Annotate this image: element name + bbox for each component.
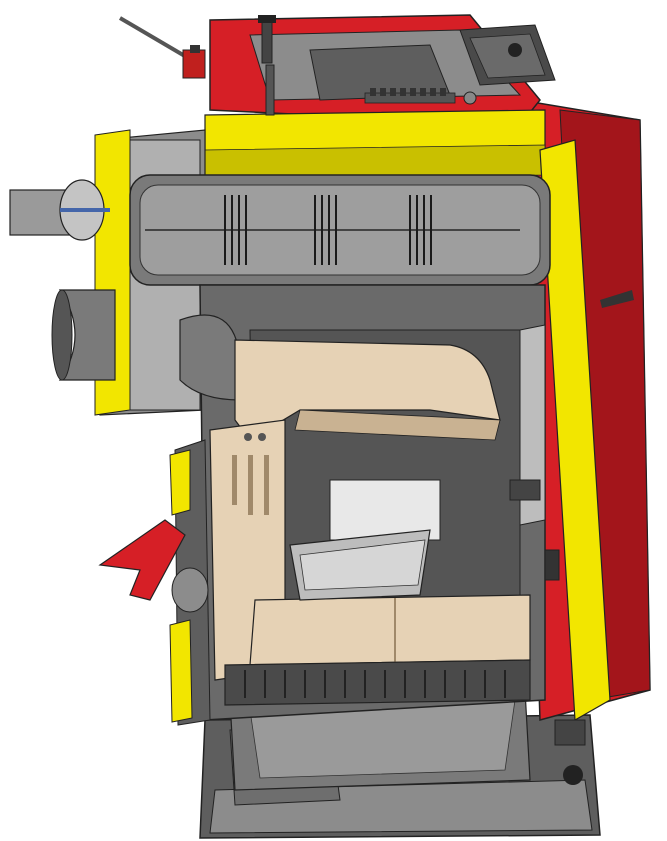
right-inner-wall: [509, 290, 634, 785]
brush-2: [314, 195, 337, 265]
top-insulation: [204, 109, 611, 721]
turbulator-brushes: [224, 195, 432, 265]
control-panel: [459, 24, 556, 86]
flue-outlet: [51, 289, 116, 381]
terminal-strip: [364, 88, 477, 105]
brush-3: [409, 195, 432, 265]
grate: [224, 659, 531, 706]
fan-motor: [9, 179, 110, 241]
rear-opening: [289, 479, 441, 601]
top-fittings: [118, 15, 276, 116]
front-door: [98, 439, 211, 726]
refractory-baffle: [234, 339, 501, 441]
refractory-floor: [249, 594, 531, 666]
brush-1: [224, 195, 247, 265]
